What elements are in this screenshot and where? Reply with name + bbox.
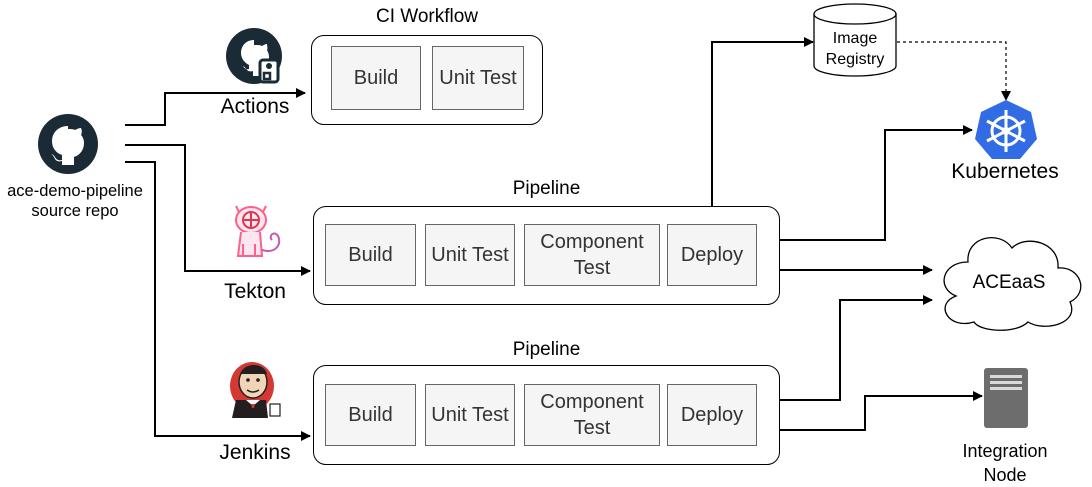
source-repo-label: ace-demo-pipeline source repo [0, 181, 150, 221]
edge-repo-to-jenkins [125, 161, 311, 441]
integration-node-line-1: Integration [962, 441, 1048, 461]
registry-line-2: Registry [825, 51, 885, 68]
server-icon [983, 367, 1029, 429]
registry-line-1: Image [832, 30, 878, 47]
image-registry-label: Image Registry [813, 28, 897, 70]
jenkins-unit-test-step: Unit Test [425, 384, 515, 446]
actions-label: Actions [220, 95, 290, 118]
edge-registry-to-kubernetes [897, 41, 1011, 101]
jenkins-deploy-step: Deploy [667, 384, 757, 446]
ci-workflow-title: CI Workflow [375, 6, 479, 27]
ci-unit-test-step: Unit Test [432, 46, 524, 110]
tekton-label: Tekton [224, 280, 286, 303]
tekton-cat-icon [228, 198, 288, 262]
tekton-deploy-step: Deploy [667, 224, 757, 286]
tekton-build-step: Build [325, 224, 416, 286]
tekton-pipeline-title: Pipeline [512, 178, 581, 199]
kubernetes-icon [974, 98, 1038, 160]
database-icon [813, 2, 897, 78]
ci-build-step: Build [331, 46, 421, 110]
edge-tekton-to-kubernetes [757, 125, 973, 241]
jenkins-icon [222, 360, 286, 420]
edge-jenkins-to-integration-node [757, 391, 983, 431]
tekton-unit-test-step: Unit Test [425, 224, 515, 286]
jenkins-build-step: Build [325, 384, 416, 446]
github-icon [35, 104, 101, 180]
edge-repo-to-ci [125, 88, 306, 126]
edge-tekton-to-registry [711, 37, 814, 226]
github-actions-icon [224, 26, 286, 88]
cloud-icon [930, 228, 1088, 332]
jenkins-component-test-step: Component Test [524, 384, 660, 446]
integration-node-line-2: Node [983, 465, 1027, 485]
kubernetes-label: Kubernetes [951, 160, 1059, 183]
source-repo-subtitle: source repo [31, 202, 119, 220]
edge-jenkins-to-aceaas [757, 295, 933, 401]
aceaas-label: ACEaaS [972, 272, 1046, 293]
jenkins-pipeline-title: Pipeline [512, 339, 581, 360]
source-repo-name: ace-demo-pipeline [7, 182, 143, 200]
edge-repo-to-tekton [125, 144, 311, 276]
jenkins-label: Jenkins [219, 441, 291, 464]
integration-node-label: Integration Node [935, 439, 1075, 487]
tekton-component-test-step: Component Test [524, 224, 660, 286]
